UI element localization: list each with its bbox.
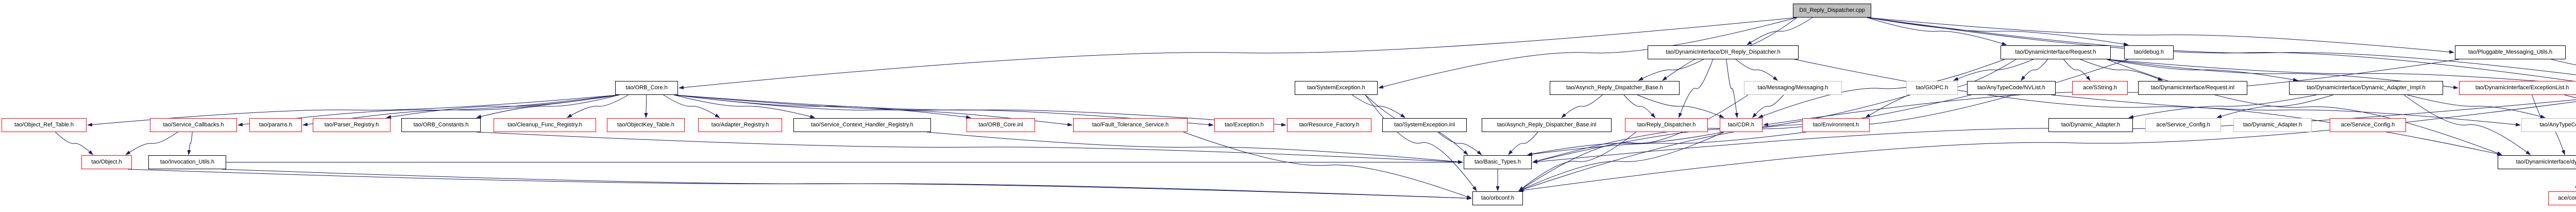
graph-node-resource-factory-h[interactable]: tao/Resource_Factory.h — [1287, 118, 1371, 132]
edge-cpp-to-request_h — [1867, 17, 2007, 45]
graph-node-dynamic-adapter-h-2[interactable]: tao/Dynamic_Adapter.h — [2233, 118, 2312, 132]
graph-node-exceptionlist-h[interactable]: tao/DynamicInterface/ExceptionList.h — [2459, 81, 2576, 95]
graph-node-system-exception-h[interactable]: tao/SystemException.h — [1295, 81, 1378, 95]
edge-asynch_rdb_h-to-cdr_h — [1637, 94, 1724, 118]
edge-orb_h-to-orbconf_h — [1518, 101, 2576, 192]
edge-reply_dispatcher_h-to-orbconf_h — [1518, 132, 1636, 191]
graph-node-orb-constants-h[interactable]: tao/ORB_Constants.h — [401, 118, 481, 132]
edge-dii_rd_h-to-reply_dispatcher_h — [1679, 59, 1714, 118]
graph-node-request-inl[interactable]: tao/DynamicInterface/Request.inl — [2138, 81, 2247, 95]
edge-system_exception_inl-to-basic_types_h — [1437, 132, 1482, 155]
graph-node-cleanup-func-registry-h[interactable]: tao/Cleanup_Func_Registry.h — [494, 118, 596, 132]
graph-node-environment-h[interactable]: tao/Environment.h — [1802, 118, 1870, 132]
edge-cpp-to-pmu_h — [1867, 17, 2454, 54]
graph-node-object-ref-table-h[interactable]: tao/Object_Ref_Table.h — [2, 118, 87, 132]
graph-node-cdr-h[interactable]: tao/CDR.h — [1720, 118, 1762, 132]
edge-orb_core_h-to-object_ref_table_h — [87, 94, 620, 127]
edge-environment_h-to-basic_types_h — [1527, 132, 1807, 156]
graph-node-asynch-rdb-h[interactable]: tao/Asynch_Reply_Dispatcher_Base.h — [1550, 81, 1680, 95]
edge-orb_core_h-to-fault_tolerance_service_h — [673, 94, 1073, 126]
edge-cdr_h-to-basic_types_h — [1527, 132, 1724, 156]
graph-node-pmu-h[interactable]: tao/Pluggable_Messaging_Utils.h — [2455, 45, 2566, 59]
edge-request_h-to-giopc_h — [1953, 59, 2033, 81]
graph-node-fault-tolerance-service-h[interactable]: tao/Fault_Tolerance_Service.h — [1073, 118, 1188, 132]
edge-request_h-to-exceptionlist_h — [2106, 59, 2459, 89]
graph-node-cpp: DII_Reply_Dispatcher.cpp — [1793, 4, 1871, 18]
edge-orb_core_h-to-parser_registry_h — [386, 94, 620, 119]
graph-node-service-config-h-1[interactable]: ace/Service_Config.h — [2145, 118, 2221, 132]
edge-nvlist_h-to-anytypecode_methods_h — [2051, 94, 2521, 127]
edge-orb_core_h-to-orb_constants_h — [476, 94, 620, 119]
graph-node-asynch-rdb-inl[interactable]: tao/Asynch_Reply_Dispatcher_Base.inl — [1482, 118, 1612, 132]
graph-node-di-export-h[interactable]: tao/DynamicInterface/dynamicinterface_ex… — [2498, 155, 2576, 169]
graph-node-basic-types-h[interactable]: tao/Basic_Types.h — [1464, 155, 1532, 169]
graph-node-sstring-h[interactable]: ace/SString.h — [2072, 81, 2128, 95]
edge-request_h-to-nvlist_h — [2021, 59, 2048, 81]
edge-request_h-to-request_inl — [2080, 59, 2163, 81]
graph-node-objectkey-table-h[interactable]: tao/ObjectKey_Table.h — [607, 118, 685, 132]
edge-cpp-to-dii_rd_h — [1747, 17, 1813, 45]
graph-node-nvlist-h[interactable]: tao/AnyTypeCode/NVList.h — [1967, 81, 2056, 95]
edge-asynch_rdb_inl-to-basic_types_h — [1508, 132, 1538, 155]
edge-orb_core_h-to-resource_factory_h — [673, 94, 1286, 127]
graph-node-reply-dispatcher-h[interactable]: tao/Reply_Dispatcher.h — [1625, 118, 1708, 132]
graph-node-params-h[interactable]: tao/params.h — [249, 118, 302, 132]
edge-orb_core_h-to-cleanup_func_registry_h — [567, 94, 629, 118]
graph-node-dii-rd-h[interactable]: tao/DynamicInterface/DII_Reply_Dispatche… — [1648, 45, 1799, 59]
graph-node-sc-handler-registry-h[interactable]: tao/Service_Context_Handler_Registry.h — [793, 118, 931, 132]
graph-node-orb-core-inl[interactable]: tao/ORB_Core.inl — [967, 118, 1035, 132]
edge-object_h-to-orbconf_h — [127, 169, 1472, 200]
graph-node-dynamic-adapter-h-1[interactable]: tao/Dynamic_Adapter.h — [2048, 118, 2133, 132]
graph-node-debug-h[interactable]: tao/debug.h — [2124, 45, 2174, 59]
graph-node-system-exception-inl[interactable]: tao/SystemException.inl — [1382, 118, 1467, 132]
graph-node-giopc-h[interactable]: tao/GIOPC.h — [1906, 81, 1958, 95]
edge-request_h-to-cdr_h — [1758, 59, 2005, 118]
graph-node-dynamic-adapter-impl-h[interactable]: tao/DynamicInterface/Dynamic_Adapter_Imp… — [2289, 81, 2443, 95]
edge-asynch_rdb_h-to-reply_dispatcher_h — [1623, 94, 1656, 118]
edge-request_h-to-orb_h — [2106, 59, 2576, 85]
graph-node-config-all-h[interactable]: ace/config-all.h — [2548, 191, 2576, 205]
edge-dii_rd_h-to-cdr_h — [1726, 59, 1739, 118]
edge-cpp-to-orb_h — [1867, 17, 2576, 82]
edge-cdr_h-to-orbconf_h — [1518, 132, 1724, 191]
graph-node-request-h[interactable]: tao/DynamicInterface/Request.h — [2001, 45, 2111, 59]
edge-orb_core_h-to-adapter_registry_h — [663, 94, 720, 118]
edge-object_ref_table_h-to-object_h — [55, 132, 93, 155]
graph-node-anytypecode-methods-h[interactable]: tao/AnyTypeCode/AnyTypeCode_methods.h — [2521, 118, 2576, 132]
edge-cpp-to-system_exception_h — [1378, 17, 1798, 89]
edge-request_h-to-sstring_h — [2063, 59, 2091, 81]
graph-node-service-callbacks-h[interactable]: tao/Service_Callbacks.h — [150, 118, 237, 132]
edge-cpp-to-debug_h — [1867, 17, 2129, 46]
edge-pmu_h-to-pmu_inl — [2551, 59, 2576, 66]
graph-node-object-h[interactable]: tao/Object.h — [81, 155, 132, 169]
graph-node-parser-registry-h[interactable]: tao/Parser_Registry.h — [313, 118, 391, 132]
edge-dynamic_adapter_impl_h-to-dynamic_adapter_h_1 — [2128, 94, 2317, 119]
edge-dii_rd_h-to-messaging_h — [1735, 59, 1778, 81]
graph-node-messaging-h[interactable]: tao/Messaging/Messaging.h — [1744, 81, 1842, 95]
graph-node-exception-h[interactable]: tao/Exception.h — [1214, 118, 1274, 132]
graph-node-service-config-h-2[interactable]: ace/Service_Config.h — [2330, 118, 2406, 132]
edge-orb_core_h-to-objectkey_table_h — [644, 94, 648, 118]
edge-cpp-to-orb_core_h — [679, 17, 1798, 90]
edge-service_callbacks_h-to-object_h — [125, 132, 178, 155]
graph-node-orbconf-h[interactable]: tao/orbconf.h — [1472, 191, 1523, 205]
edge-dynamic_adapter_impl_h-to-di_export_h — [2403, 94, 2531, 155]
edge-orb_core_h-to-service_callbacks_h — [238, 94, 620, 126]
edge-exceptionlist_h-to-dii_corba_methods_h — [2564, 94, 2576, 99]
graph-node-orb-core-h[interactable]: tao/ORB_Core.h — [615, 81, 678, 95]
edge-fault_tolerance_service_h-to-orbconf_h — [1183, 132, 1472, 199]
edge-orb_core_h-to-sc_handler_registry_h — [673, 94, 816, 119]
graph-node-invocation-utils-h[interactable]: tao/Invocation_Utils.h — [148, 155, 226, 169]
edge-dynamic_adapter_impl_h-to-anytypecode_methods_h — [2407, 94, 2546, 119]
edge-messaging_h-to-cdr_h — [1752, 94, 1784, 118]
graph-node-adapter-registry-h[interactable]: tao/Adapter_Registry.h — [698, 118, 782, 132]
edge-dynamic_adapter_impl_h-to-service_config_h_1 — [2216, 94, 2333, 118]
edge-dii_rd_h-to-asynch_rdb_h — [1638, 59, 1704, 81]
edge-asynch_rdb_h-to-asynch_rdb_inl — [1561, 94, 1603, 118]
edge-service_callbacks_h-to-invocation_utils_h — [187, 132, 193, 155]
edge-sc_handler_registry_h-to-basic_types_h — [926, 132, 1463, 164]
edge-orb_constants_h-to-basic_types_h — [476, 132, 1463, 164]
